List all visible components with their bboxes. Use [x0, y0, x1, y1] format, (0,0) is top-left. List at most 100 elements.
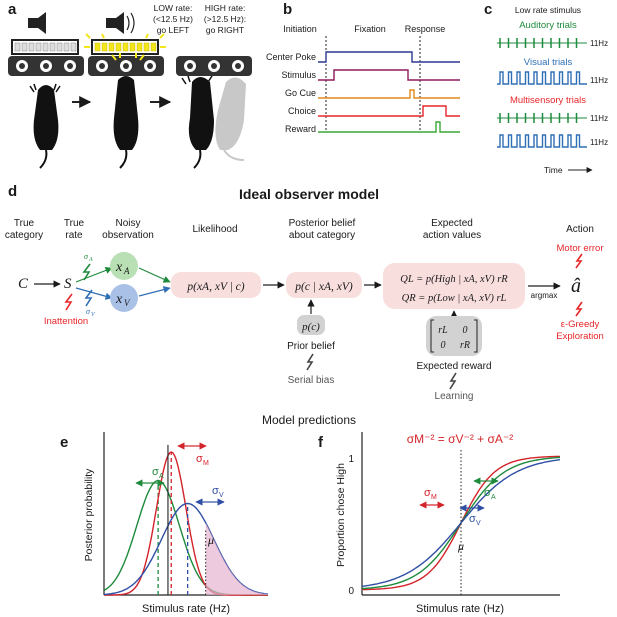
rat-icon: [29, 83, 61, 169]
panel-f: f Proportion chose High 1 0 Stimulus rat…: [318, 432, 561, 615]
stage-label: Action: [566, 224, 594, 235]
visual-title: Visual trials: [524, 57, 573, 68]
e-sigma-a: σ: [152, 466, 159, 478]
e-mu: μ: [207, 533, 214, 547]
time-label: Time: [544, 165, 563, 175]
symbol-xa-sub: A: [123, 266, 130, 276]
f-equation: σM⁻² = σV⁻² + σA⁻²: [407, 432, 514, 446]
rate-label: 11Hz: [590, 138, 608, 147]
phase-response: Response: [405, 24, 446, 34]
lightning-icon: [84, 289, 93, 307]
low-rate-line3: go LEFT: [157, 25, 190, 35]
lightning-icon: [449, 372, 457, 390]
f-sigma-m-sub: M: [431, 494, 437, 501]
posterior-box: [286, 272, 362, 298]
panel-label-d: d: [8, 183, 17, 200]
learning-label: Learning: [435, 391, 474, 402]
f-plot-area: [361, 450, 561, 595]
e-sigma-m: σ: [196, 453, 203, 465]
xa-node: [110, 252, 138, 280]
sigma-v-sub: V: [91, 312, 96, 318]
lightning-icon: [82, 263, 91, 281]
stage-label: observation: [102, 230, 154, 241]
trace-center-poke: [318, 51, 460, 63]
speaker-icon: [28, 18, 38, 28]
panel-c: c Low rate stimulus Auditory trials Visu…: [484, 1, 608, 175]
action-symbol: â: [571, 275, 581, 297]
xv-node: [110, 284, 138, 312]
high-rate-line1: HIGH rate:: [205, 3, 246, 13]
signal-label: Go Cue: [285, 88, 316, 98]
phase-initiation: Initiation: [283, 24, 317, 34]
e-curve-auditory: [103, 479, 268, 596]
rate-label: 11Hz: [590, 76, 608, 85]
panel-a: a: [8, 1, 252, 169]
stage-label: Noisy: [115, 218, 140, 229]
matrix-cell: rR: [460, 340, 470, 351]
multisensory-title: Multisensory trials: [510, 95, 586, 106]
f-mu: μ: [457, 539, 464, 553]
trace-go-cue: [318, 89, 460, 99]
visual-pulse-train-path: [497, 71, 587, 85]
stage-label: about category: [289, 230, 355, 241]
speaker-icon: [106, 18, 116, 28]
matrix-cell: rL: [438, 325, 448, 336]
f-sigma-a: σ: [484, 487, 491, 499]
stage-label: True: [14, 218, 35, 229]
panel-e: e Posterior probability Stimulus rate (H…: [60, 432, 269, 615]
expected-reward-label: Expected reward: [416, 361, 491, 372]
symbol-category: C: [18, 276, 29, 292]
exploration-label: Exploration: [556, 331, 604, 342]
rate-label: 11Hz: [590, 114, 608, 123]
panel-label-a: a: [8, 1, 17, 18]
panel-b: b Initiation Fixation Response Center Po…: [266, 1, 460, 134]
e-tail-area: [205, 522, 268, 595]
motor-error-label: Motor error: [557, 243, 604, 254]
f-ytick-0: 0: [348, 586, 354, 597]
e-sigma-a-sub: A: [159, 473, 164, 480]
signal-label: Reward: [285, 124, 316, 134]
rat-icon-gray: [215, 77, 246, 161]
qr-expression: QR = p(Low | xA, xV) rL: [402, 293, 507, 304]
symbol-rate: S: [64, 276, 72, 292]
ql-expression: QL = p(High | xA, xV) rR: [400, 274, 508, 285]
signal-label: Stimulus: [281, 70, 316, 80]
f-ylabel: Proportion chose High: [335, 463, 347, 567]
visual-pulse-train: [497, 71, 587, 85]
egreedy-label: ε-Greedy: [561, 319, 600, 330]
low-rate-line1: LOW rate:: [154, 3, 193, 13]
sigma-a-label: σ: [84, 252, 89, 261]
likelihood-expression: p(xA, xV | c): [186, 281, 244, 293]
lightning-icon: [64, 293, 73, 311]
multisensory-auditory-train: [497, 113, 587, 123]
prior-box: [297, 315, 325, 335]
trace-reward: [318, 121, 460, 133]
rat-icon: [113, 76, 139, 169]
low-rate-line2: (<12.5 Hz): [153, 14, 193, 24]
panel-label-b: b: [283, 1, 292, 18]
symbol-xv-sub: V: [124, 298, 131, 308]
e-curve-multisensory: [104, 451, 268, 596]
f-ytick-1: 1: [348, 454, 354, 465]
e-sigma-v: σ: [212, 485, 219, 497]
sigma-v-label: σ: [86, 307, 91, 316]
rate-label: 11Hz: [590, 39, 608, 48]
signal-label: Choice: [288, 106, 316, 116]
reward-matrix-box: [426, 316, 482, 356]
e-plot-area: [103, 444, 269, 596]
lightning-icon: [575, 253, 583, 269]
symbol-xv: x: [115, 292, 123, 307]
e-sigma-v-sub: V: [219, 492, 224, 499]
rig-1: [8, 12, 84, 169]
multisensory-visual-train: [497, 134, 587, 148]
lightning-icon: [306, 353, 314, 371]
e-sigma-m-sub: M: [203, 460, 209, 467]
e-curve-visual: [103, 502, 269, 596]
stage-label: action values: [423, 230, 481, 241]
high-rate-line3: go RIGHT: [206, 25, 244, 35]
serial-bias-label: Serial bias: [288, 375, 335, 386]
trace-choice: [318, 105, 460, 117]
f-curve-visual: [361, 459, 561, 587]
panel-label-c: c: [484, 1, 492, 18]
phase-fixation: Fixation: [354, 24, 386, 34]
